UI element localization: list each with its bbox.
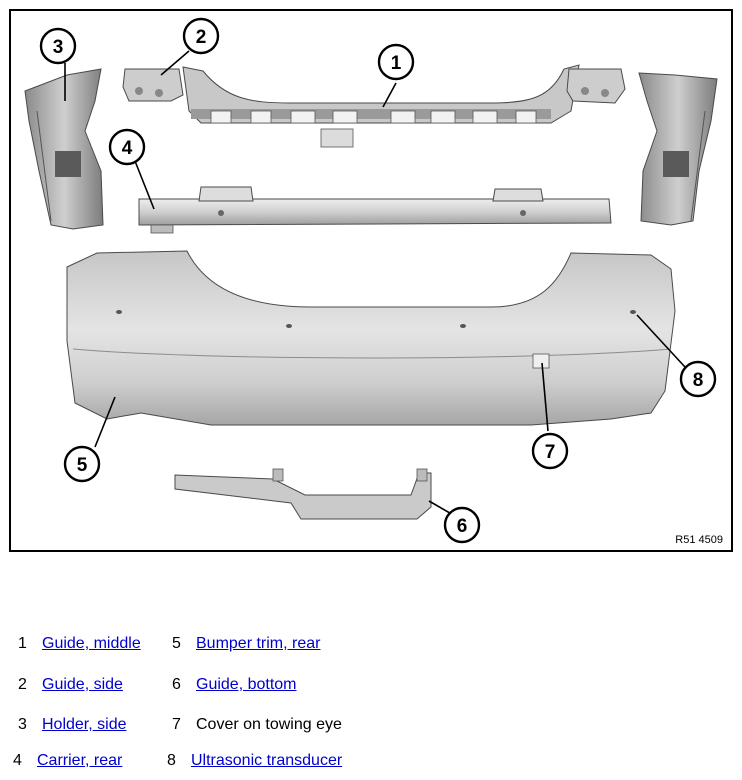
legend-number: 8: [167, 752, 176, 769]
legend-row: 4 Carrier, rear 8 Ultrasonic transducer: [0, 749, 742, 773]
guide-side-part-left: [122, 68, 184, 102]
callout-6: 6: [443, 506, 481, 544]
svg-text:4: 4: [122, 138, 133, 159]
guide-middle-part: [182, 64, 580, 148]
carrier-rear-part: [138, 186, 612, 234]
holder-side-part-left: [24, 68, 104, 230]
legend-row: 3 Holder, side 7 Cover on towing eye: [0, 713, 742, 737]
legend-number: 2: [18, 676, 27, 693]
parts-legend: 1 Guide, middle 5 Bumper trim, rear 2 Gu…: [0, 628, 742, 778]
legend-link-guide-bottom[interactable]: Guide, bottom: [196, 676, 297, 693]
legend-link-bumper-trim-rear[interactable]: Bumper trim, rear: [196, 635, 321, 652]
svg-text:6: 6: [457, 516, 468, 537]
callout-2: 2: [182, 17, 220, 55]
legend-text-cover-towing-eye: Cover on towing eye: [196, 716, 342, 733]
legend-number: 7: [172, 716, 181, 733]
legend-link-ultrasonic-transducer[interactable]: Ultrasonic transducer: [191, 752, 343, 769]
callout-3: 3: [39, 27, 77, 65]
exploded-parts-diagram: 1 2 3 4 5 6 7 8 R51 4509: [9, 9, 733, 552]
svg-text:2: 2: [196, 27, 207, 48]
parts-illustration: 1 2 3 4 5 6 7 8: [24, 17, 718, 544]
legend-number: 4: [13, 752, 22, 769]
svg-text:8: 8: [693, 370, 704, 391]
legend-row: 2 Guide, side 6 Guide, bottom: [0, 673, 742, 697]
callout-7: 7: [531, 432, 569, 470]
legend-link-guide-side[interactable]: Guide, side: [42, 676, 123, 693]
svg-text:5: 5: [77, 455, 88, 476]
legend-number: 3: [18, 716, 27, 733]
bumper-trim-rear-part: [66, 250, 676, 426]
figure-reference: R51 4509: [675, 534, 723, 546]
legend-number: 6: [172, 676, 181, 693]
guide-bottom-part: [174, 468, 432, 520]
legend-row: 1 Guide, middle 5 Bumper trim, rear: [0, 632, 742, 656]
svg-text:7: 7: [545, 442, 556, 463]
legend-link-guide-middle[interactable]: Guide, middle: [42, 635, 141, 652]
callout-5: 5: [63, 445, 101, 483]
legend-number: 1: [18, 635, 27, 652]
legend-link-carrier-rear[interactable]: Carrier, rear: [37, 752, 123, 769]
callout-8: 8: [679, 360, 717, 398]
guide-side-part-right: [566, 68, 626, 104]
legend-link-holder-side[interactable]: Holder, side: [42, 716, 127, 733]
callout-4: 4: [108, 128, 146, 166]
holder-side-part-right: [638, 72, 718, 226]
legend-number: 5: [172, 635, 181, 652]
svg-text:3: 3: [53, 37, 64, 58]
svg-text:1: 1: [391, 53, 402, 74]
callout-1: 1: [377, 43, 415, 81]
